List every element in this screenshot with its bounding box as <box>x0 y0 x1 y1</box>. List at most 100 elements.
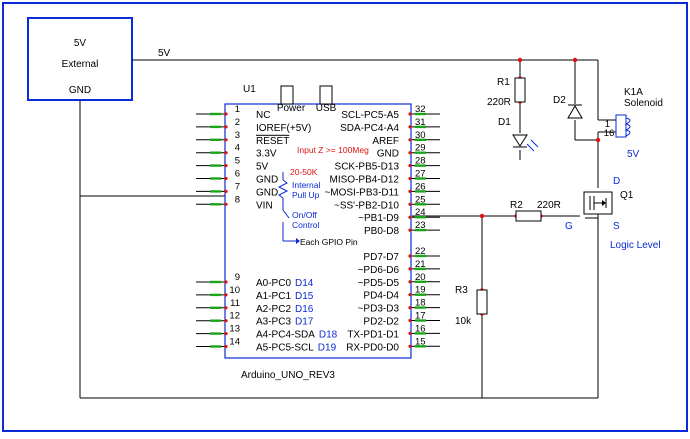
pin-number: 17 <box>415 311 426 322</box>
pin-name: RX-PD0-D0 <box>346 342 399 353</box>
diode-d2: D2 <box>553 95 583 119</box>
pin-number: 29 <box>415 143 426 154</box>
pin-number: 27 <box>415 169 426 180</box>
r2-ref: R2 <box>510 200 523 211</box>
pin-name: A0-PC0 <box>256 278 291 289</box>
mosfet-q1: D Q1 G S Logic Level <box>565 176 661 251</box>
pin-26: 26 ~MOSI-PB3-D11 <box>324 181 440 198</box>
pin-number: 13 <box>229 324 240 335</box>
pin-name: A1-PC1 <box>256 291 291 302</box>
resistor-icon <box>515 210 542 222</box>
coil-icon <box>615 114 627 138</box>
pin-name: A4-PC4-SDA <box>256 330 315 341</box>
power-jack-label: Power <box>277 103 306 114</box>
external-supply: 5V External GND <box>27 17 133 101</box>
pin-name: GND <box>377 149 399 160</box>
q1-drain: D <box>613 176 620 187</box>
digital-pin-header-low: 22PD7-D721~PD6-D620~PD5-D519PD4-D418~PD3… <box>346 246 440 353</box>
pin-name: PD2-D2 <box>363 317 399 328</box>
pin-name: IOREF(+5V) <box>256 123 311 134</box>
resistor-r1: R1 220R <box>487 77 526 108</box>
pin-digital-alias: D17 <box>295 317 314 328</box>
diode-icon <box>567 105 583 119</box>
wiring: 5V <box>79 48 616 399</box>
pin-name: VIN <box>256 200 273 211</box>
arduino-outline <box>224 103 412 359</box>
rail-label: 5V <box>158 48 171 59</box>
pin-number: 28 <box>415 156 426 167</box>
pin-number: 5 <box>235 156 240 167</box>
r2-value: 220R <box>537 200 561 211</box>
r3-value: 10k <box>455 316 472 327</box>
pin-number: 8 <box>235 194 240 205</box>
pin-digital-alias: D14 <box>295 278 314 289</box>
k1-label: Solenoid <box>624 98 663 109</box>
usb-jack-label: USB <box>316 103 337 114</box>
pin-number: 7 <box>235 181 240 192</box>
pin-4: 43.3V <box>196 143 277 160</box>
pin-name: ~PD3-D3 <box>358 304 400 315</box>
pin-name: SDA-PC4-A4 <box>340 123 399 134</box>
q1-ref: Q1 <box>620 190 634 201</box>
pin-number: 30 <box>415 130 426 141</box>
pullup-label-2: Pull Up <box>292 190 320 200</box>
k1-pin-b: 16 <box>604 128 615 139</box>
arduino-board: U1 Arduino_UNO_REV3 Power USB 1NC2IOREF(… <box>196 84 440 381</box>
pin-name: AREF <box>372 136 399 147</box>
r3-ref: R3 <box>455 285 468 296</box>
pin-24: 24~PB1-D9 <box>358 207 440 224</box>
pin-name: A3-PC3 <box>256 317 291 328</box>
page-frame <box>2 2 688 432</box>
supply-label: External <box>62 59 99 70</box>
pin-name: MISO-PB4-D12 <box>330 175 400 186</box>
pin-number: 26 <box>415 181 426 192</box>
resistor-icon <box>514 77 526 103</box>
pin-digital-alias: D19 <box>318 343 337 354</box>
pin-number: 21 <box>415 259 426 270</box>
pin-number: 22 <box>415 246 426 257</box>
pin-name: 3.3V <box>256 149 277 160</box>
solenoid-k1a: K1A Solenoid 1 16 5V <box>604 87 663 160</box>
pin-name: SCK-PB5-D13 <box>335 162 400 173</box>
q1-gate: G <box>565 221 573 232</box>
pin-number: 1 <box>235 104 240 115</box>
resistor-r2: R2 220R <box>510 200 561 222</box>
pin-name: A5-PC5-SCL <box>256 343 314 354</box>
pin-5: 55V <box>196 156 269 173</box>
pin-name: PD7-D7 <box>363 252 399 263</box>
pin-name: ~MOSI-PB3-D11 <box>324 187 399 198</box>
pin-number: 3 <box>235 130 240 141</box>
pin-name: GND <box>256 175 278 186</box>
led-icon <box>512 134 528 147</box>
arduino-ref: U1 <box>243 84 256 95</box>
pin-name: PB0-D8 <box>364 226 399 237</box>
arduino-part: Arduino_UNO_REV3 <box>241 370 335 381</box>
internal-pullup-icon <box>277 172 300 244</box>
pin-1: 1NC <box>196 104 270 121</box>
pin-name: ~PD6-D6 <box>358 265 400 276</box>
pin-name: NC <box>256 110 270 121</box>
k1-pin-a: 1 <box>605 119 610 130</box>
k1-voltage: 5V <box>627 149 640 160</box>
usb-jack-icon <box>319 85 333 105</box>
pin-name: SCL-PC5-A5 <box>341 110 399 121</box>
pin-number: 23 <box>415 220 426 231</box>
supply-ground: GND <box>69 85 91 96</box>
pin-digital-alias: D18 <box>319 330 338 341</box>
d1-ref: D1 <box>498 117 511 128</box>
resistor-r3: R3 10k <box>455 285 488 327</box>
resistor-icon <box>476 289 488 315</box>
